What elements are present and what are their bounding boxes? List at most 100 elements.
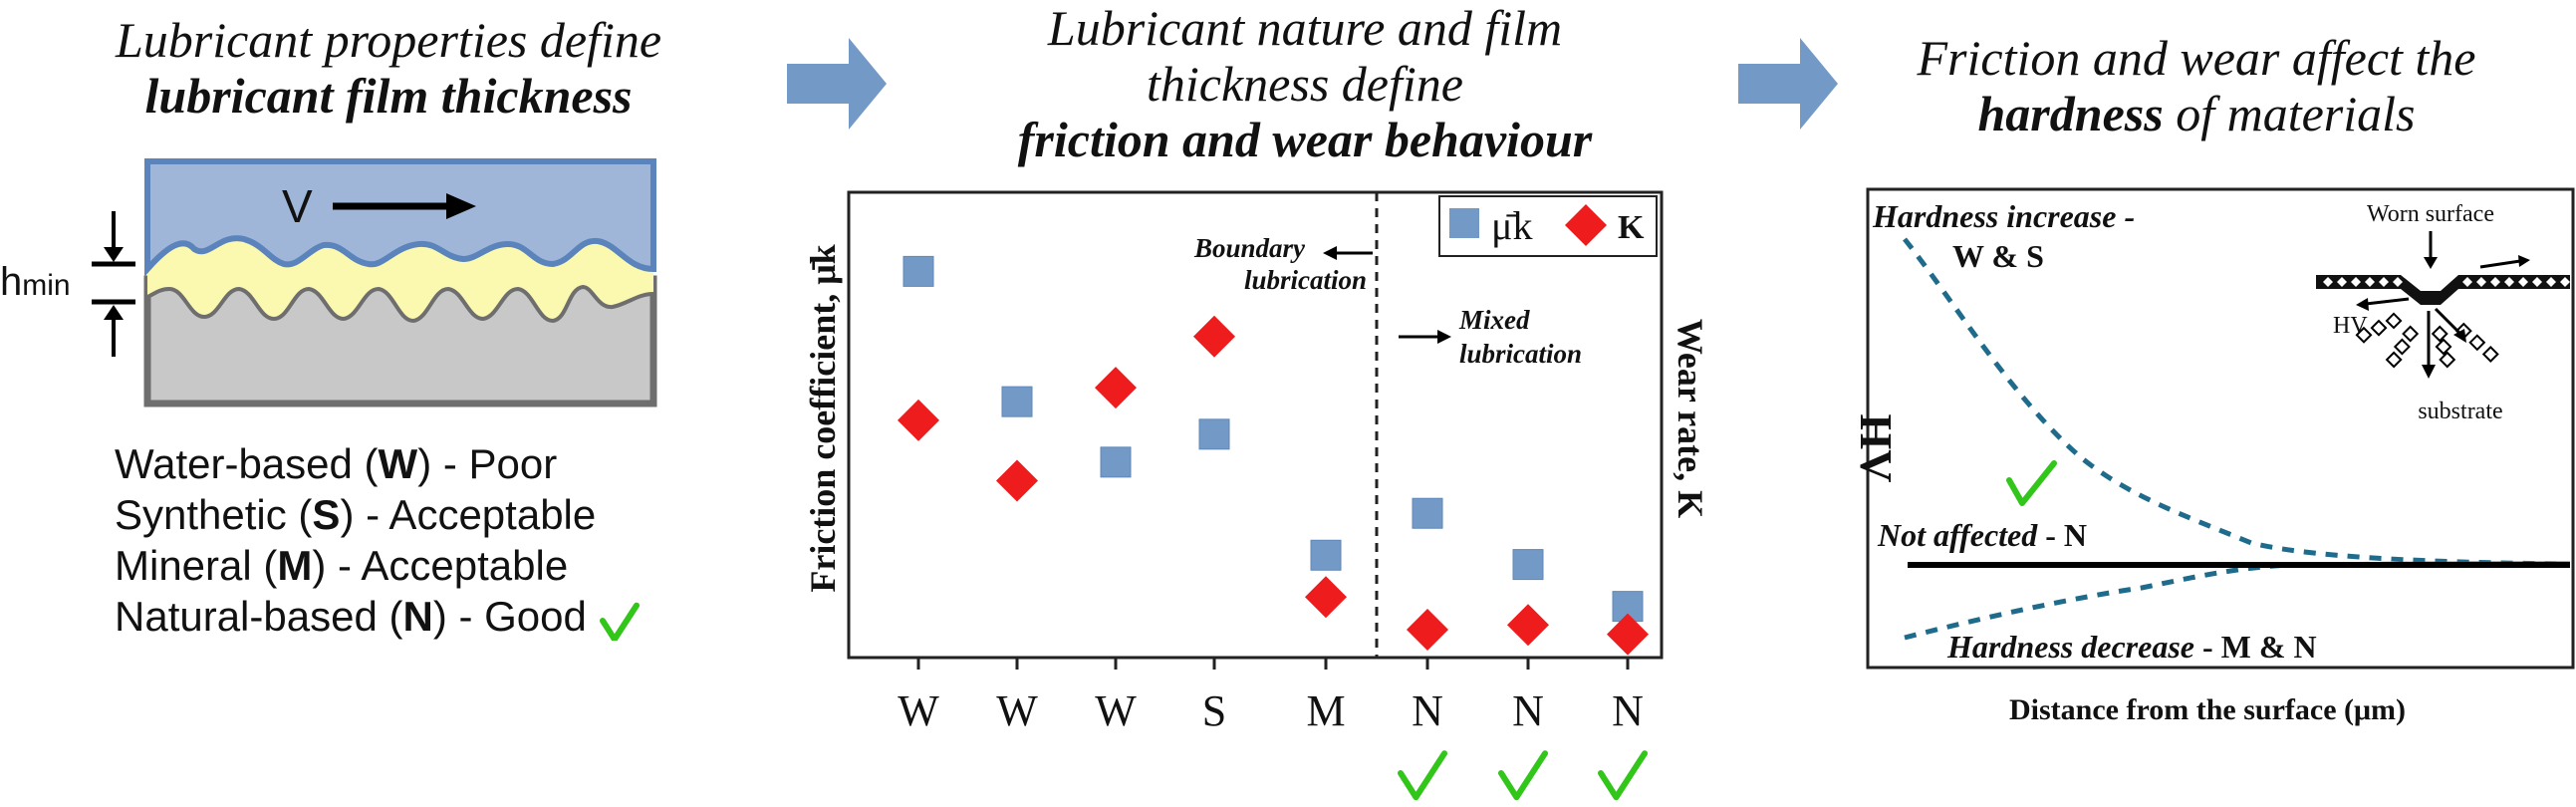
inset-diamond: [2532, 277, 2542, 287]
k-point: [1407, 608, 1448, 651]
check-icon: [599, 602, 640, 643]
boundary-annotation-line1: Boundary: [1193, 233, 1306, 263]
k-point: [1305, 576, 1347, 619]
inset-diamond-ray: [2435, 338, 2452, 356]
x-tick-label: N: [1612, 686, 1644, 735]
k-point: [898, 399, 939, 441]
inset-diamond-ray: [2355, 326, 2373, 344]
check-icon-chart: [1598, 750, 1648, 801]
mu-point: [1198, 418, 1230, 450]
inset-diamond: [2393, 277, 2403, 287]
mu-point: [1512, 549, 1544, 581]
x-tick-label: S: [1202, 686, 1226, 735]
right-heading: Friction and wear affect the hardness of…: [1878, 30, 2515, 141]
hardness-x-label: Distance from the surface (μm): [2009, 693, 2406, 726]
inset-diamond-ray: [2402, 325, 2420, 343]
chart-frame: [847, 190, 1664, 660]
lubricant-row: Natural-based (N) - Good: [115, 591, 643, 643]
middle-heading-line1: Lubricant nature and film: [1047, 0, 1563, 56]
inset-diamond: [2351, 277, 2361, 287]
inset-diamond: [2490, 277, 2500, 287]
x-tick-label: W: [996, 686, 1038, 735]
right-heading-line1: Friction and wear affect the: [1917, 30, 2476, 86]
inset-diamond-ray: [2439, 351, 2456, 369]
middle-heading-line3: friction and wear behaviour: [1017, 112, 1593, 167]
inset-arrow-diag-head: [2453, 329, 2466, 343]
lubricant-row: Synthetic (S) - Acceptable: [115, 489, 643, 540]
inset-diamond: [2365, 277, 2375, 287]
lubricant-rating: ) - Good: [432, 593, 587, 640]
hardness-decrease-curve: [1904, 561, 2571, 641]
lubricant-name: Water-based (: [115, 440, 379, 487]
left-heading-line2: lubricant film thickness: [144, 68, 633, 124]
mu-point: [1412, 497, 1443, 529]
hardness-increase-curve: [1903, 237, 2571, 567]
top-surface-block: [144, 158, 656, 277]
middle-heading-line2: thickness define: [1147, 56, 1463, 112]
mixed-annotation-line2: lubrication: [1459, 339, 1582, 369]
inset-substrate-label: substrate: [2418, 399, 2502, 424]
flow-arrow-1-shape: [787, 38, 887, 130]
mixed-arrow-head: [1437, 330, 1451, 344]
not-affected-label: Not affected- N: [1877, 517, 2087, 553]
velocity-arrow-head: [446, 193, 476, 219]
lubricant-code: S: [312, 491, 341, 538]
k-point: [996, 459, 1038, 502]
inset-diamond: [2476, 277, 2486, 287]
check-icon-hardness: [2006, 460, 2057, 506]
velocity-label: V: [282, 180, 313, 232]
legend-k-marker: [1565, 204, 1607, 246]
flow-arrow-2-shape: [1738, 38, 1838, 130]
inset-arrow-left-head: [2356, 298, 2369, 311]
legend-mu-label: μ̄k: [1491, 203, 1532, 248]
inset-diamond: [2337, 277, 2347, 287]
hardness-plot-frame: [1866, 187, 2575, 670]
lubricant-row: Mineral (M) - Acceptable: [115, 540, 643, 591]
lubricant-name: Natural-based (: [115, 593, 403, 640]
inset-diamond-ray: [2385, 351, 2403, 369]
boundary-annotation-line2: lubrication: [1244, 265, 1367, 295]
x-tick-label: N: [1512, 686, 1544, 735]
inset-diamond-ray: [2431, 325, 2448, 343]
hardness-increase-code: W & S: [1952, 238, 2044, 274]
x-tick-label: N: [1412, 686, 1443, 735]
left-heading: Lubricant properties define lubricant fi…: [60, 12, 717, 124]
inset-worn-surface-label: Worn surface: [2367, 201, 2494, 227]
hardness-decrease-label: Hardness decrease- M & N: [1946, 629, 2317, 665]
legend-mu-marker: [1449, 208, 1479, 238]
film-thickness-diagram: V hmin: [0, 158, 657, 407]
k-point: [1193, 315, 1235, 358]
lubricant-row: Water-based (W) - Poor: [115, 438, 643, 489]
inset-diamond: [2323, 277, 2333, 287]
lubricant-name: Mineral (: [115, 542, 278, 589]
mu-point: [1100, 446, 1132, 478]
inset-arrow-diag-shaft: [2434, 307, 2462, 336]
inset-diamond: [2379, 277, 2389, 287]
lubricant-rating: ) - Acceptable: [340, 491, 597, 538]
inset-arrow-right-shaft: [2479, 259, 2521, 269]
inset-diamond: [2518, 277, 2528, 287]
mixed-annotation-line1: Mixed: [1458, 305, 1530, 335]
mu-point: [902, 255, 934, 287]
x-tick-label: W: [898, 686, 939, 735]
left-heading-line1: Lubricant properties define: [115, 12, 662, 68]
inset-diamond-ray: [2370, 319, 2388, 337]
check-icon-chart: [1498, 750, 1548, 801]
k-point: [1507, 604, 1549, 647]
legend-k-label: K: [1618, 209, 1645, 246]
hardness-y-label: HV: [1851, 414, 1902, 483]
lubricant-code: M: [277, 542, 313, 589]
middle-heading: Lubricant nature and film thickness defi…: [857, 0, 1753, 167]
chart-y-label-left: Friction coefficient, μ̄k: [803, 244, 843, 592]
check-icon-mark: [599, 602, 640, 643]
check-icon-chart: [1398, 750, 1447, 801]
inset-diamond-pattern: [2323, 277, 2570, 287]
bottom-rough-surface: [146, 284, 654, 324]
inset-diamond-ray: [2468, 334, 2486, 352]
x-tick-label: M: [1306, 686, 1345, 735]
inset-diamond: [2546, 277, 2556, 287]
flow-arrow-2: [1738, 38, 1838, 130]
